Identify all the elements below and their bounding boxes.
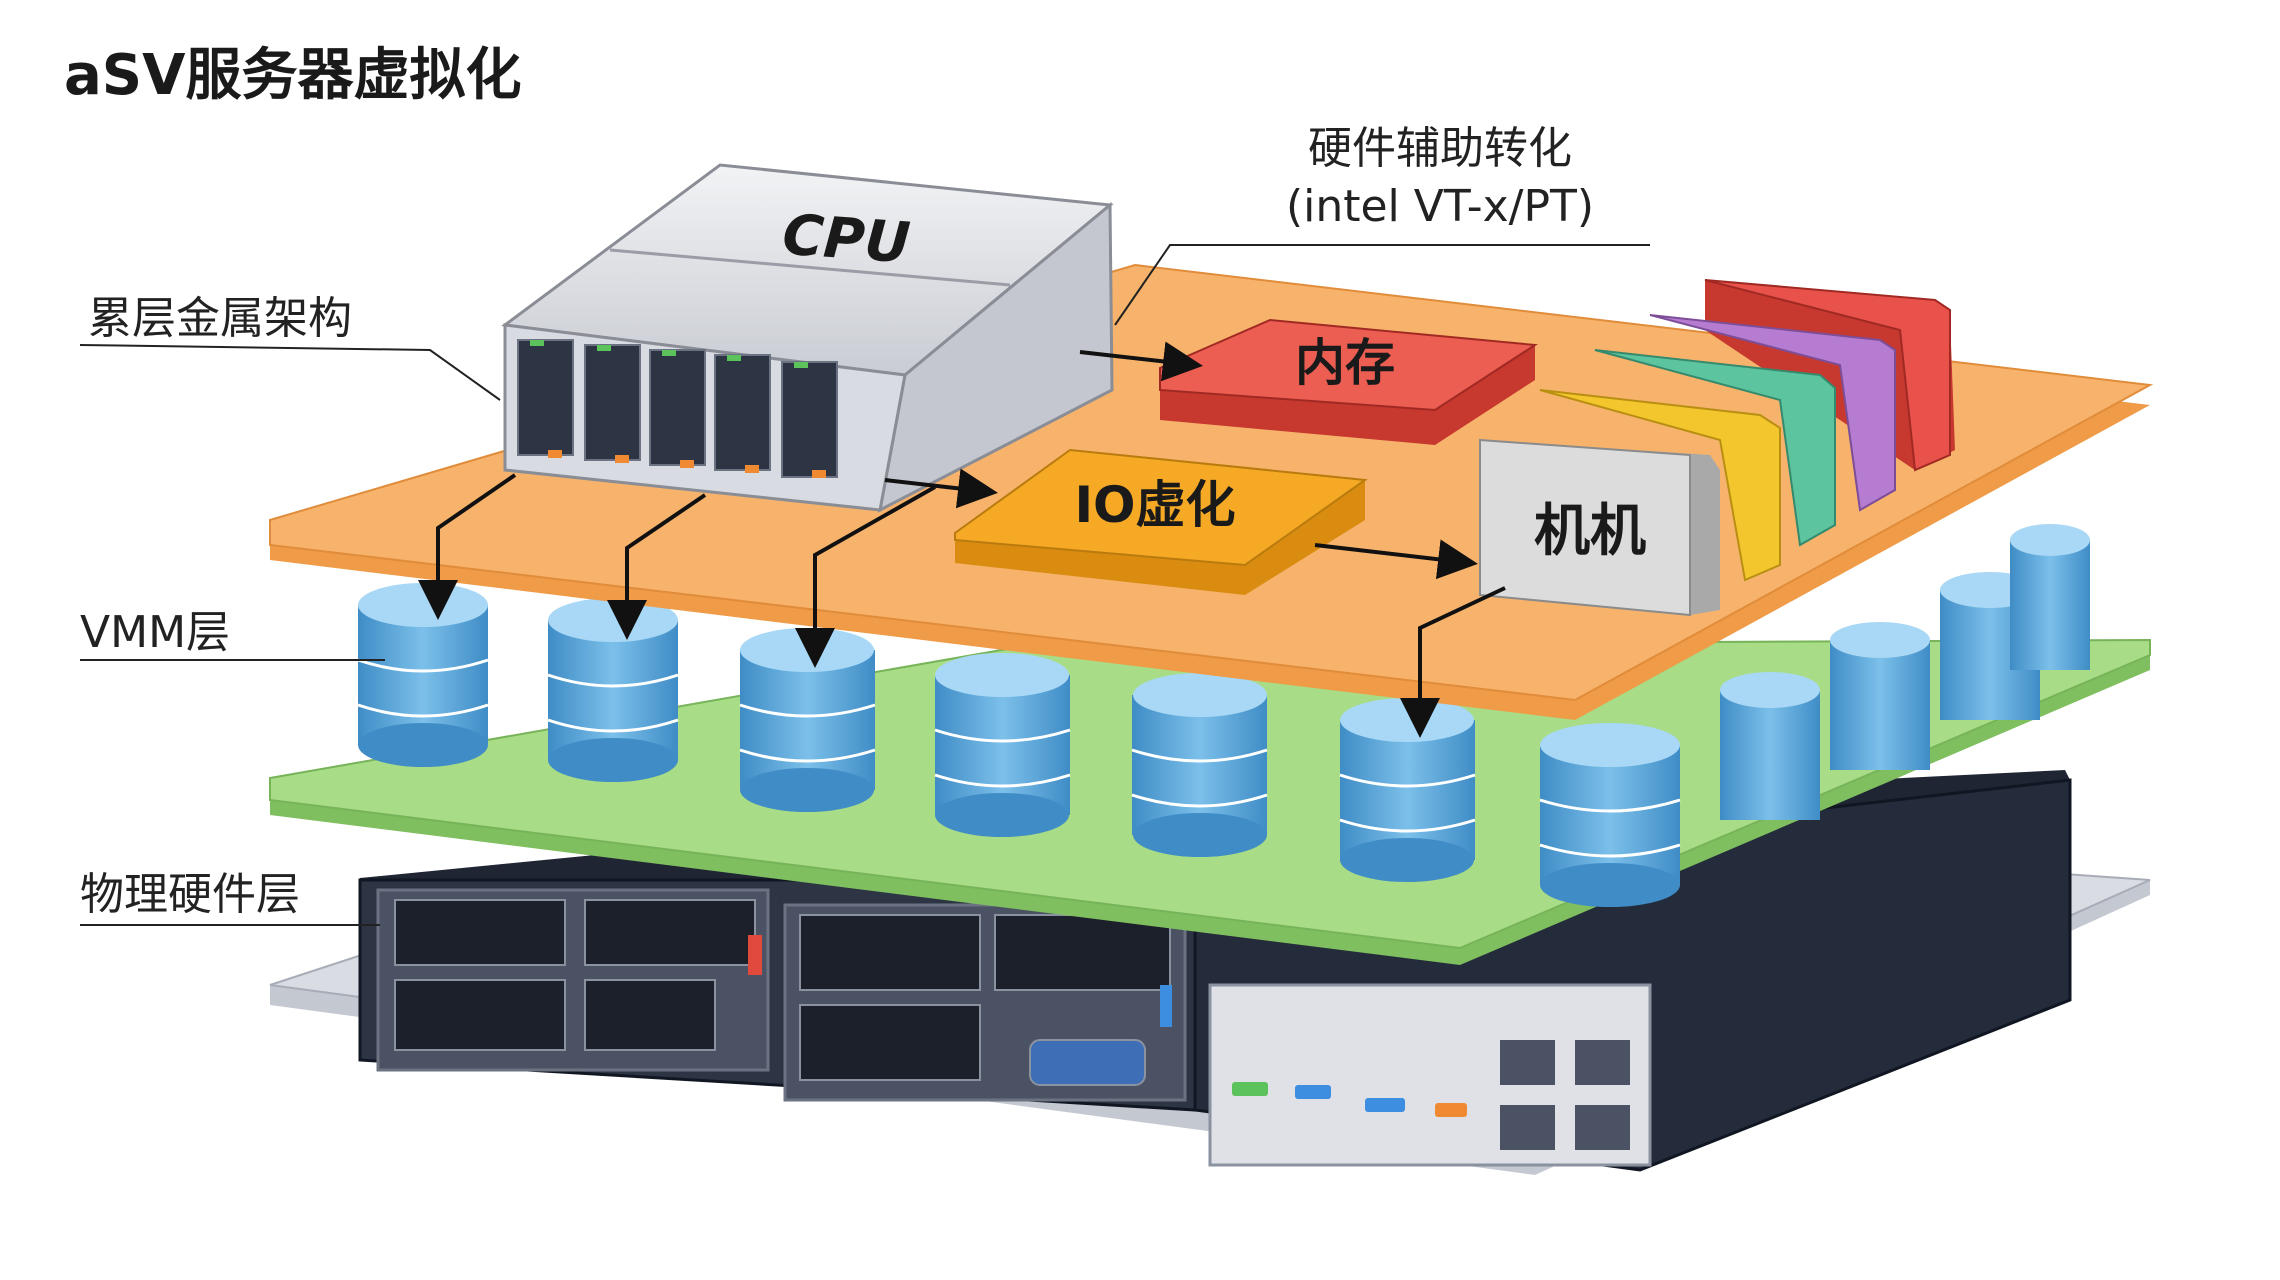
label-hardware-assist-line2: (intel VT-x/PT) (1285, 181, 1595, 232)
vm-cylinder (934, 653, 1071, 837)
vm-cylinder (1131, 673, 1268, 857)
arrow-cpu-to-vm2 (607, 493, 707, 640)
port-led-blue (1365, 1098, 1405, 1112)
vm-cylinder (1830, 622, 1930, 770)
port-led-blue (1295, 1085, 1331, 1099)
vm-cylinder (1339, 698, 1476, 882)
card-yellow (1539, 389, 1781, 582)
vm-cylinder (2010, 524, 2090, 670)
vm-cylinder (1539, 723, 1681, 907)
label-bare-metal: 累层金属架构 (88, 293, 352, 344)
card-purple (1649, 314, 1896, 512)
ethernet-port (1575, 1105, 1630, 1150)
arrow-cpu-to-vm3 (795, 485, 936, 668)
flow-arrows (418, 341, 1506, 738)
label-vmm: VMM层 (80, 607, 231, 658)
vm-cylinder (1720, 672, 1820, 820)
vm-block: 机机 (1479, 438, 1720, 617)
leader-lines (79, 244, 1650, 926)
status-led-red (748, 935, 762, 975)
ethernet-port (1575, 1040, 1630, 1085)
ethernet-port (1500, 1105, 1555, 1150)
arrow-cpu-to-io (884, 468, 998, 509)
memory-block-label: 内存 (1295, 334, 1395, 392)
arrow-cpu-to-vm1 (418, 473, 517, 620)
drive-bay-group-2 (783, 903, 1187, 1102)
arrow-vm-to-cylinder (1400, 586, 1506, 738)
label-hardware-assist: 硬件辅助转化 (intel VT-x/PT) (1240, 120, 1640, 236)
ethernet-port (1500, 1040, 1555, 1085)
io-block: IO虚化 (954, 448, 1368, 595)
drive-bay-group-1 (376, 888, 770, 1072)
status-led-blue (1160, 985, 1172, 1027)
port-led-orange (1435, 1103, 1467, 1117)
label-physical: 物理硬件层 (80, 869, 300, 920)
io-block-label: IO虚化 (1074, 476, 1235, 534)
vm-block-label: 机机 (1534, 499, 1646, 564)
cpu-block: CPU (501, 163, 1114, 513)
vm-cylinder (739, 628, 876, 812)
vm-cylinder (357, 583, 489, 767)
label-hardware-assist-line1: 硬件辅助转化 (1308, 123, 1572, 174)
arrow-io-to-vm (1314, 539, 1478, 580)
vga-port (1029, 1039, 1146, 1086)
vmm-cylinders (357, 524, 2090, 907)
vm-cylinder (547, 598, 679, 782)
card-teal (1594, 349, 1836, 547)
memory-block: 内存 (1159, 318, 1538, 445)
arrow-cpu-to-memory (1079, 341, 1203, 382)
port-led-green (1232, 1082, 1268, 1096)
io-panel (1208, 983, 1652, 1167)
expansion-cards (1539, 279, 1955, 582)
cpu-block-label: CPU (780, 203, 912, 277)
page-title: aSV服务器虚拟化 (64, 43, 522, 108)
